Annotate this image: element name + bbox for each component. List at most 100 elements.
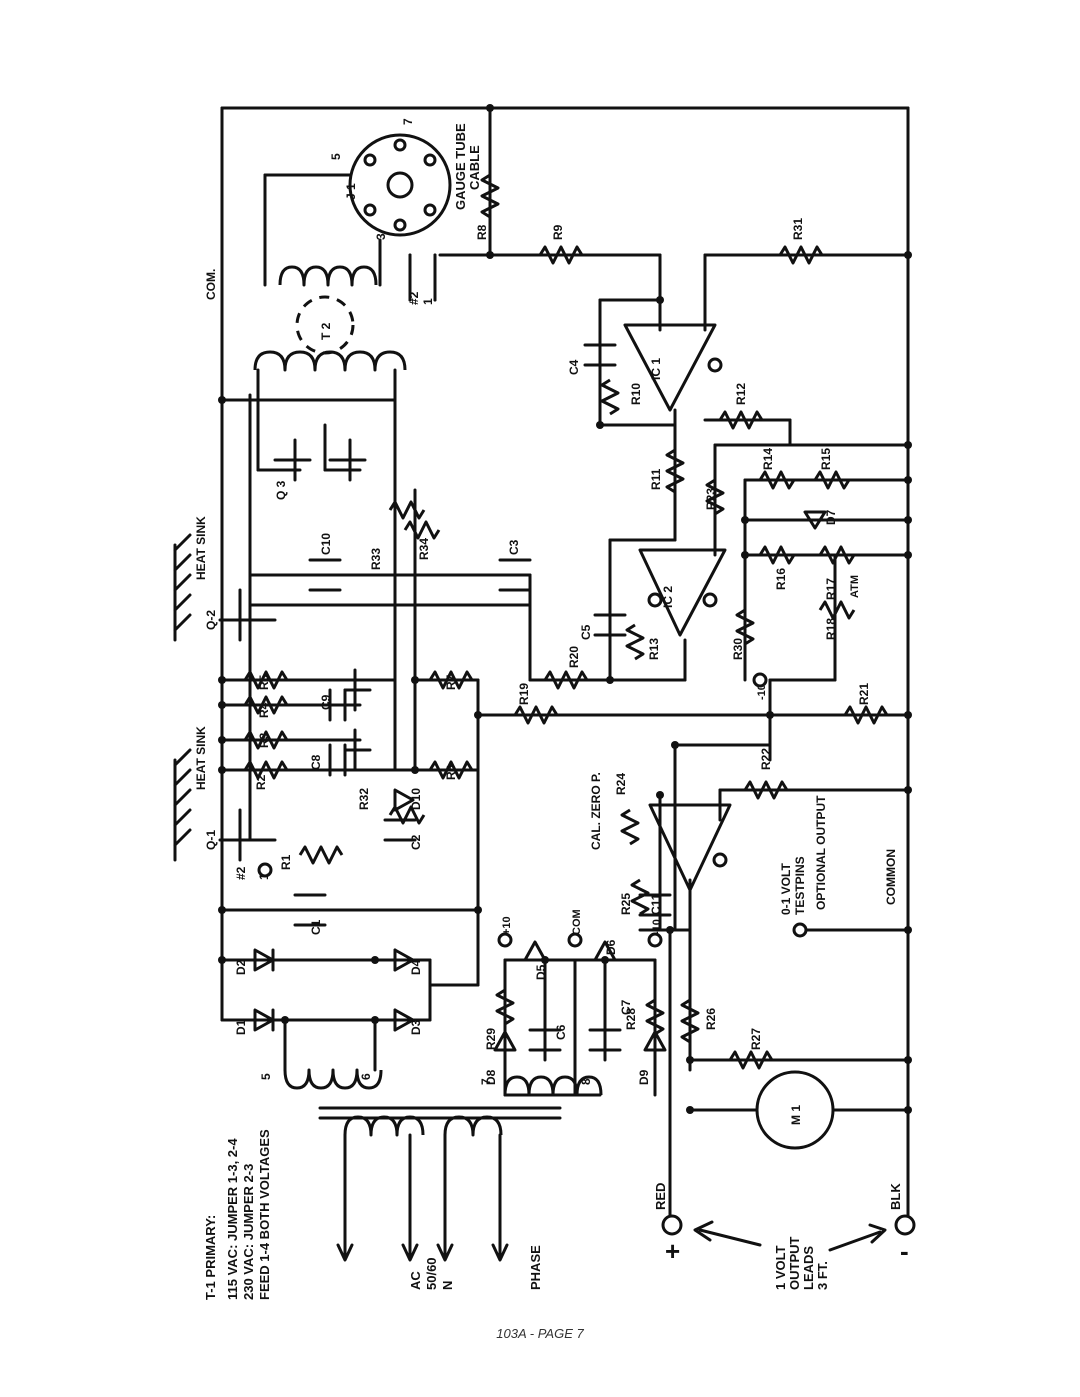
label-r3: R3	[257, 732, 271, 748]
label-r4: R4	[257, 702, 271, 718]
svg-text:CABLE: CABLE	[467, 145, 482, 190]
svg-text:ATM: ATM	[849, 575, 861, 598]
label-d10: D10	[409, 788, 423, 810]
phase-label: PHASE	[528, 1245, 543, 1290]
label-r12: R12	[734, 383, 748, 405]
svg-text:OPTIONAL OUTPUT: OPTIONAL OUTPUT	[814, 795, 828, 910]
label-r30: R30	[731, 638, 745, 660]
label-d6: D6	[604, 939, 618, 955]
label-d3: D3	[409, 1019, 423, 1035]
pin-number-j7: 7	[401, 118, 415, 125]
pin-number-t2a: #2	[407, 291, 421, 305]
text-labels: T-1 PRIMARY: 115 VAC: JUMPER 1-3, 2-4 23…	[194, 123, 909, 1300]
svg-text:IC 1: IC 1	[649, 358, 663, 380]
label-d4: D4	[409, 959, 423, 975]
resistor-symbols	[243, 173, 889, 1070]
label-r16: R16	[774, 568, 788, 590]
junctions	[218, 104, 912, 1114]
label-c1: C1	[309, 919, 323, 935]
t2-transformer	[295, 295, 355, 355]
label-r31: R31	[791, 218, 805, 240]
primary-line2: 230 VAC: JUMPER 2-3	[241, 1164, 256, 1300]
svg-text:50/60: 50/60	[424, 1257, 439, 1290]
label-c7: C7	[619, 999, 633, 1015]
label-c9: C9	[319, 694, 333, 710]
label-c5: C5	[579, 624, 593, 640]
transistor-symbols	[218, 438, 372, 862]
label-r10: R10	[629, 383, 643, 405]
label-r34: R34	[417, 538, 431, 560]
svg-text:M 1: M 1	[789, 1105, 803, 1125]
svg-text:LEADS: LEADS	[801, 1246, 816, 1290]
pin-number-j3: 3	[374, 233, 388, 240]
pin-number-p5: 5	[259, 1073, 273, 1080]
j1-connector	[348, 133, 452, 237]
label-r7: R7	[444, 674, 458, 690]
com-label: COM.	[204, 269, 218, 300]
label-r33: R33	[369, 548, 383, 570]
svg-text:3 FT.: 3 FT.	[815, 1261, 830, 1290]
blk-terminal	[894, 1214, 916, 1236]
label-r19: R19	[517, 683, 531, 705]
pin-number-p7: 7	[479, 1078, 493, 1085]
label-c2: C2	[409, 834, 423, 850]
heat-sink-label-2: HEAT SINK	[194, 516, 208, 580]
primary-line3: FEED 1-4 BOTH VOLTAGES	[257, 1129, 272, 1300]
label-r9: R9	[551, 224, 565, 240]
svg-text:AC: AC	[408, 1271, 423, 1290]
label-c3: C3	[507, 539, 521, 555]
pin-number-p6: 6	[359, 1073, 373, 1080]
svg-text:COM: COM	[571, 909, 583, 935]
svg-text:OUTPUT: OUTPUT	[787, 1237, 802, 1291]
capacitor-symbols	[293, 343, 672, 1052]
label-r11: R11	[649, 468, 663, 490]
label-d7: D7	[824, 509, 838, 525]
label-r5: R5	[257, 674, 271, 690]
svg-text:GAUGE TUBE: GAUGE TUBE	[453, 123, 468, 210]
svg-text:-10: -10	[756, 684, 768, 700]
red-terminal	[661, 1214, 683, 1236]
label-r29: R29	[484, 1028, 498, 1050]
blk-label: BLK	[888, 1183, 903, 1210]
pin-number-p8: 8	[579, 1078, 593, 1085]
label-r1: R1	[279, 854, 293, 870]
pin-number-tp2: #2	[234, 866, 248, 880]
label-r32: R32	[357, 788, 371, 810]
pin-number-t2b: 1	[421, 298, 435, 305]
label-r26: R26	[704, 1008, 718, 1030]
label-r20: R20	[567, 646, 581, 668]
label-c4: C4	[567, 359, 581, 375]
label-r8: R8	[475, 224, 489, 240]
opamp-symbols	[623, 323, 732, 892]
label-r14: R14	[761, 448, 775, 470]
label-d1: D1	[234, 1019, 248, 1035]
svg-text:CAL. ZERO P.: CAL. ZERO P.	[589, 772, 603, 850]
svg-text:0-1 VOLT: 0-1 VOLT	[779, 863, 793, 915]
label-r25: R25	[619, 893, 633, 915]
svg-text:-: -	[900, 1236, 909, 1266]
diode-symbols	[253, 510, 827, 1052]
m1-meter	[755, 1070, 835, 1150]
label-c6: C6	[554, 1024, 568, 1040]
label-r15: R15	[819, 448, 833, 470]
label-r6: R6	[444, 764, 458, 780]
pin-number-j5: 5	[329, 153, 343, 160]
label-r22: R22	[759, 748, 773, 770]
label-r27: R27	[749, 1028, 763, 1050]
label-c11: C11	[649, 893, 663, 915]
svg-text:N: N	[440, 1281, 455, 1290]
svg-text:T 2: T 2	[319, 322, 333, 340]
wiring	[220, 106, 910, 1227]
arrows	[336, 253, 887, 1262]
label-r18: R18	[824, 618, 838, 640]
svg-text:Q 3: Q 3	[274, 480, 288, 500]
label-d5: D5	[534, 964, 548, 980]
svg-text:Q-2: Q-2	[204, 610, 218, 630]
primary-line1: 115 VAC: JUMPER 1-3, 2-4	[225, 1138, 240, 1300]
label-r28: R28	[624, 1008, 638, 1030]
svg-text:IC 2: IC 2	[661, 586, 675, 608]
coil-symbols	[253, 265, 603, 1137]
svg-text:J 1: J 1	[344, 183, 358, 200]
label-c10: C10	[319, 533, 333, 555]
